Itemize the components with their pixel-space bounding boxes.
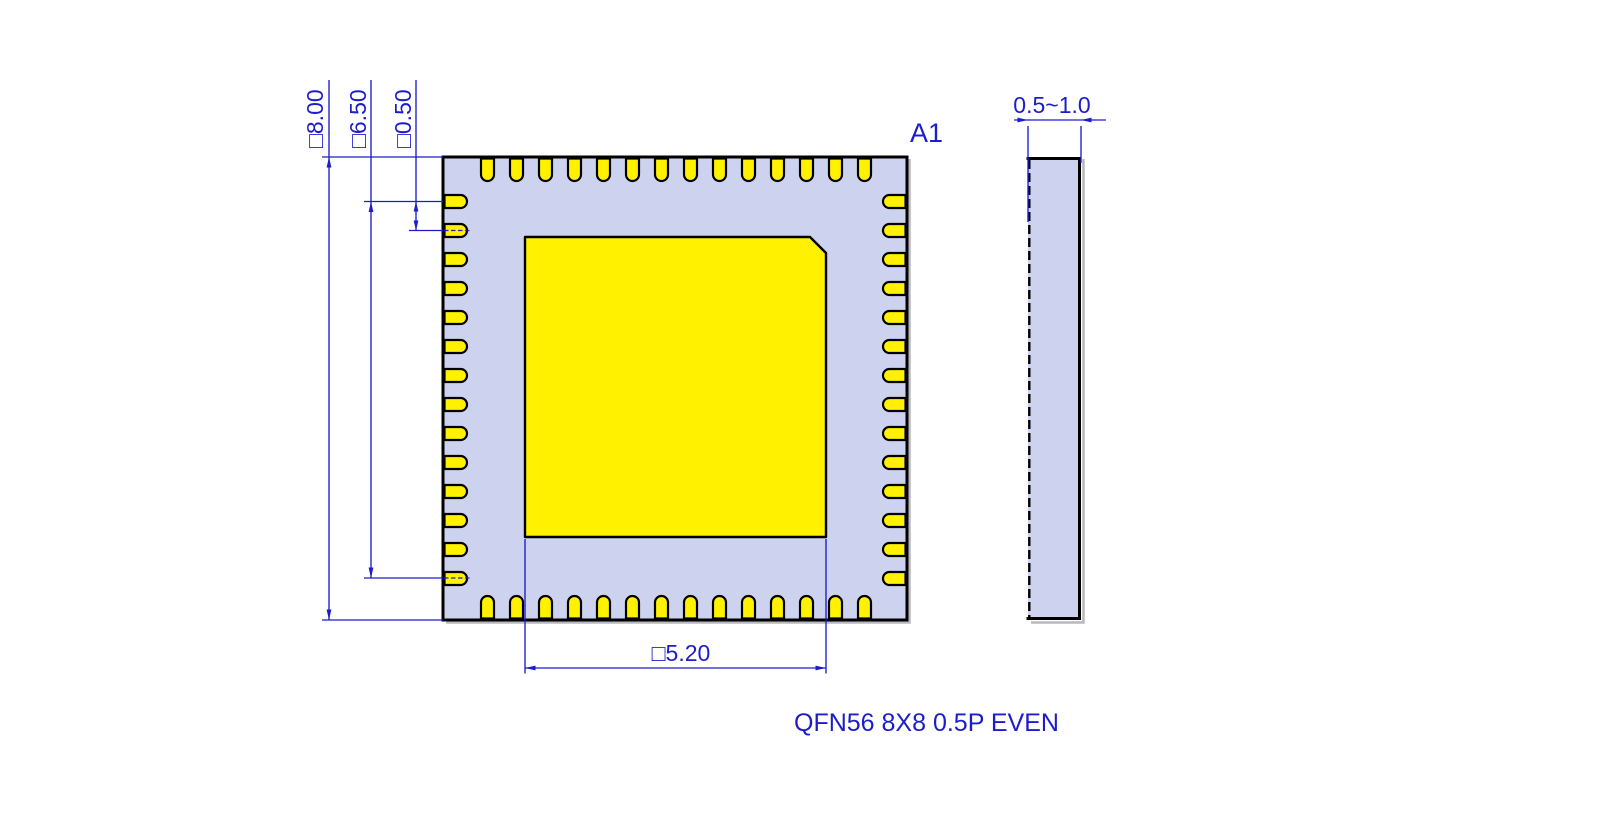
arrowhead — [368, 201, 374, 212]
dim-thickness: 0.5~1.0 — [1013, 92, 1106, 222]
lead-bottom-14 — [856, 594, 873, 620]
dim-body-size: □8.00 — [302, 80, 443, 621]
lead-bottom-1 — [479, 594, 496, 620]
arrowhead — [1017, 117, 1028, 123]
lead-right-13 — [881, 541, 907, 558]
arrowhead — [413, 220, 419, 231]
lead-right-7 — [881, 367, 907, 384]
lead-right-10 — [881, 454, 907, 471]
lead-left-6 — [443, 338, 469, 355]
lead-right-1 — [881, 193, 907, 210]
lead-right-8 — [881, 396, 907, 413]
lead-top-14 — [856, 157, 873, 183]
lead-top-12 — [798, 157, 815, 183]
arrowhead — [413, 201, 419, 212]
lead-bottom-12 — [798, 594, 815, 620]
lead-left-10 — [443, 454, 469, 471]
lead-left-5 — [443, 309, 469, 326]
side-view-body — [1028, 157, 1081, 620]
lead-right-6 — [881, 338, 907, 355]
lead-bottom-2 — [508, 594, 525, 620]
lead-bottom-8 — [682, 594, 699, 620]
lead-top-13 — [827, 157, 844, 183]
lead-top-8 — [682, 157, 699, 183]
lead-left-1 — [443, 193, 469, 210]
dim-lead-pitch: □0.50 — [390, 80, 470, 232]
dim-pad-size: □5.20 — [524, 539, 827, 674]
lead-top-1 — [479, 157, 496, 183]
exposed-pad — [523, 235, 828, 539]
lead-bottom-5 — [595, 594, 612, 620]
lead-right-3 — [881, 251, 907, 268]
side-view — [1026, 157, 1081, 620]
arrowhead — [525, 665, 536, 671]
leads — [443, 157, 907, 620]
drawing-title: QFN56 8X8 0.5P EVEN — [794, 709, 1059, 737]
arrowhead — [326, 609, 332, 620]
lead-top-4 — [566, 157, 583, 183]
lead-right-14 — [881, 570, 907, 587]
lead-left-3 — [443, 251, 469, 268]
lead-bottom-6 — [624, 594, 641, 620]
lead-left-13 — [443, 541, 469, 558]
shadow-lines — [446, 159, 1085, 624]
lead-bottom-10 — [740, 594, 757, 620]
dim-lead-pitch-label: □0.50 — [390, 89, 416, 148]
side-view-outline — [1026, 157, 1081, 620]
dim-pad-size-label: □5.20 — [652, 640, 711, 666]
arrowhead — [368, 567, 374, 578]
lead-left-2 — [443, 222, 469, 239]
lead-right-2 — [881, 222, 907, 239]
lead-bottom-11 — [769, 594, 786, 620]
lead-left-12 — [443, 512, 469, 529]
lead-left-11 — [443, 483, 469, 500]
lead-bottom-13 — [827, 594, 844, 620]
side-view-shadow — [1031, 159, 1085, 624]
lead-top-5 — [595, 157, 612, 183]
lead-right-4 — [881, 280, 907, 297]
lead-top-10 — [740, 157, 757, 183]
lead-right-11 — [881, 483, 907, 500]
lead-bottom-4 — [566, 594, 583, 620]
lead-left-8 — [443, 396, 469, 413]
lead-left-4 — [443, 280, 469, 297]
dim-lead-span-label: □6.50 — [345, 89, 371, 148]
lead-bottom-3 — [537, 594, 554, 620]
lead-right-9 — [881, 425, 907, 442]
lead-left-7 — [443, 367, 469, 384]
pin1-label: A1 — [910, 118, 943, 148]
dim-lead-span: □6.50 — [345, 80, 470, 579]
lead-right-12 — [881, 512, 907, 529]
top-view-shadow — [446, 159, 911, 624]
arrowhead — [1081, 117, 1092, 123]
arrowhead — [326, 157, 332, 168]
lead-top-2 — [508, 157, 525, 183]
arrowhead — [815, 665, 826, 671]
dim-body-size-label: □8.00 — [302, 89, 328, 148]
lead-top-7 — [653, 157, 670, 183]
lead-left-9 — [443, 425, 469, 442]
lead-top-11 — [769, 157, 786, 183]
lead-left-14 — [443, 570, 469, 587]
dim-thickness-label: 0.5~1.0 — [1013, 92, 1090, 118]
lead-bottom-7 — [653, 594, 670, 620]
lead-top-3 — [537, 157, 554, 183]
lead-top-6 — [624, 157, 641, 183]
top-view — [441, 155, 909, 622]
lead-right-5 — [881, 309, 907, 326]
lead-bottom-9 — [711, 594, 728, 620]
lead-top-9 — [711, 157, 728, 183]
